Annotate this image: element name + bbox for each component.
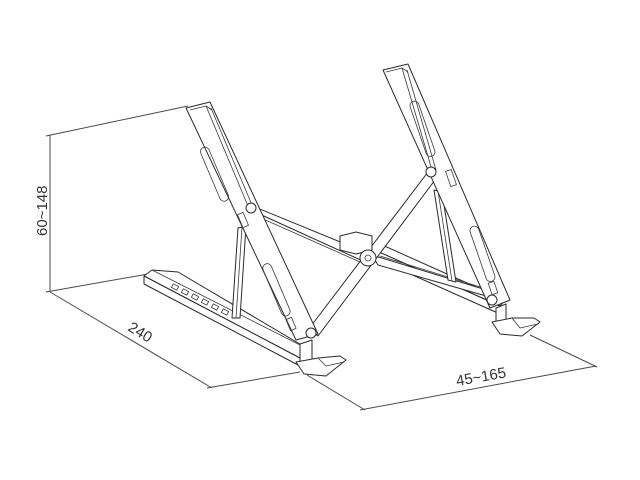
height-dimension-label: 60~148 [34,186,51,236]
depth-dimension-label: 240 [125,319,155,346]
left-front-foot [295,339,347,377]
center-hinge [339,231,377,267]
left-support-arm [185,101,319,341]
base-bar [143,269,311,367]
left-support-pillar [231,225,247,319]
spread-dimension: 45~165 [306,334,598,411]
height-dimension: 60~148 [34,105,189,293]
right-support-arm [382,63,511,309]
adjustment-slots [171,283,229,316]
spread-dimension-label: 45~165 [455,364,508,390]
right-front-foot [491,303,541,337]
